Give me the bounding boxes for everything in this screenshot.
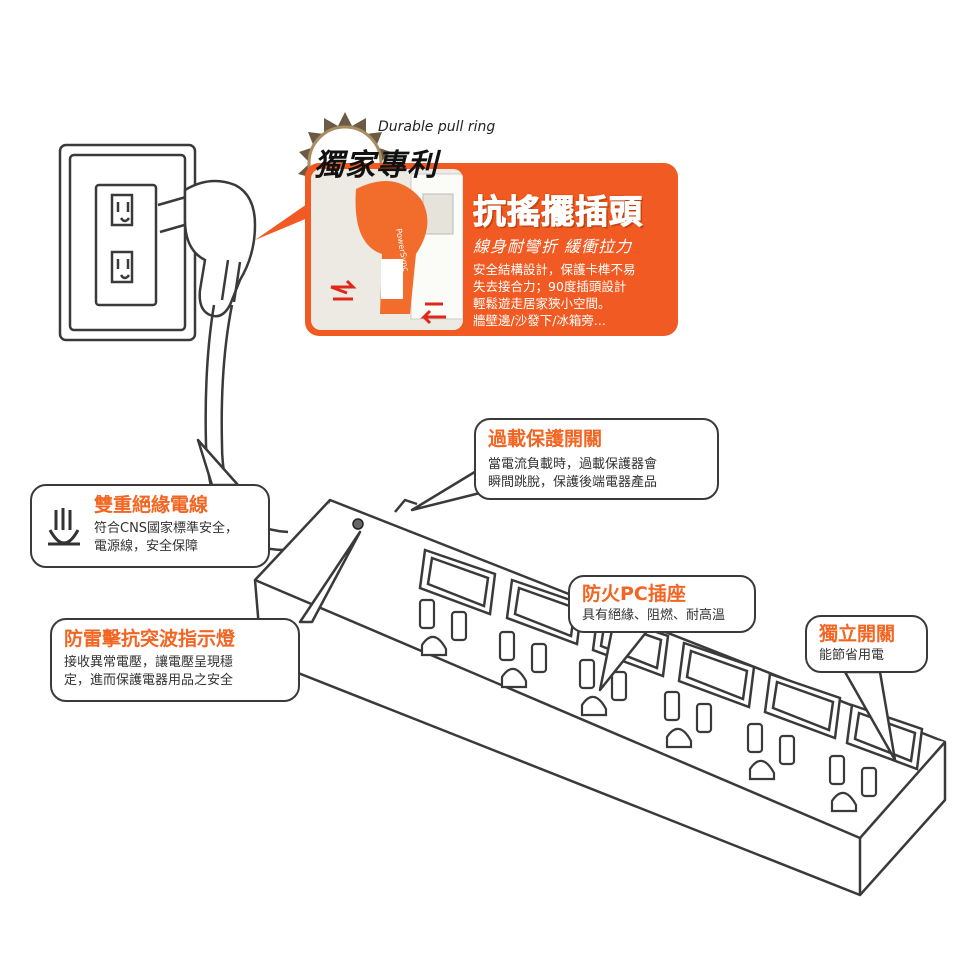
callout-line: 能節省用電: [819, 648, 885, 663]
promo-body: 安全結構設計，保護卡榫不易 失去接合力；90度插頭設計 輕鬆遊走居家狹小空間。 …: [473, 261, 636, 329]
callout-line: 接收異常電壓，讓電壓呈現穩: [64, 655, 234, 670]
callout-line: 瞬間跳脫，保護後端電器產品: [488, 475, 658, 490]
promo-body-line: 安全結構設計，保護卡榫不易: [473, 262, 636, 277]
callout-line: 具有絕緣、阻燃、耐高溫: [582, 608, 726, 623]
callout-title: 防雷擊抗突波指示燈: [64, 628, 236, 650]
promo-body-line: 輕鬆遊走居家狹小空間。: [473, 296, 611, 311]
callout-surge-indicator: 防雷擊抗突波指示燈 接收異常電壓，讓電壓呈現穩 定，進而保護電器用品之安全: [50, 618, 300, 702]
callout-line: 電源線，安全保障: [94, 539, 199, 554]
promo-title: 抗搖擺插頭: [473, 192, 643, 232]
promo-body-line: 牆壁邊/沙發下/冰箱旁...: [473, 313, 606, 328]
callout-title: 獨立開關: [819, 623, 896, 645]
zoom-beam: [255, 195, 320, 240]
callout-title: 防火PC插座: [582, 583, 686, 605]
sockets: [418, 598, 878, 813]
badge-caption: Durable pull ring: [378, 119, 496, 135]
callout-title: 雙重絕緣電線: [94, 494, 209, 516]
badge-title: 獨家專利: [314, 148, 438, 183]
callout-fireproof-socket: 防火PC插座 具有絕緣、阻燃、耐高溫: [568, 575, 756, 633]
promo-panel: PowerSync 抗搖擺插頭 線身耐彎折 緩衝拉力 安全結構設計，保護卡榫不易…: [305, 163, 678, 336]
callout-line: 當電流負載時，過載保護器會: [488, 457, 658, 472]
plug-closeup-photo: PowerSync: [311, 169, 463, 330]
callout-title: 過載保護開關: [488, 428, 603, 450]
callout-overload-protection: 過載保護開關 當電流負載時，過載保護器會 瞬間跳脫，保護後端電器產品: [474, 418, 719, 500]
callout-independent-switch: 獨立開關 能節省用電: [805, 615, 928, 673]
cable-cross-section-icon: [48, 508, 80, 546]
promo-body-line: 失去接合力；90度插頭設計: [473, 279, 627, 294]
callout-line: 符合CNS國家標準安全，: [94, 521, 239, 536]
callout-line: 定，進而保護電器用品之安全: [64, 673, 234, 688]
right-angle-plug: [157, 179, 257, 318]
callout-double-insulated-cable: 雙重絕緣電線 符合CNS國家標準安全， 電源線，安全保障: [30, 484, 270, 568]
wall-outlet: [58, 143, 197, 342]
promo-subtitle: 線身耐彎折 緩衝拉力: [473, 237, 633, 256]
surge-indicator-led: [352, 518, 364, 530]
